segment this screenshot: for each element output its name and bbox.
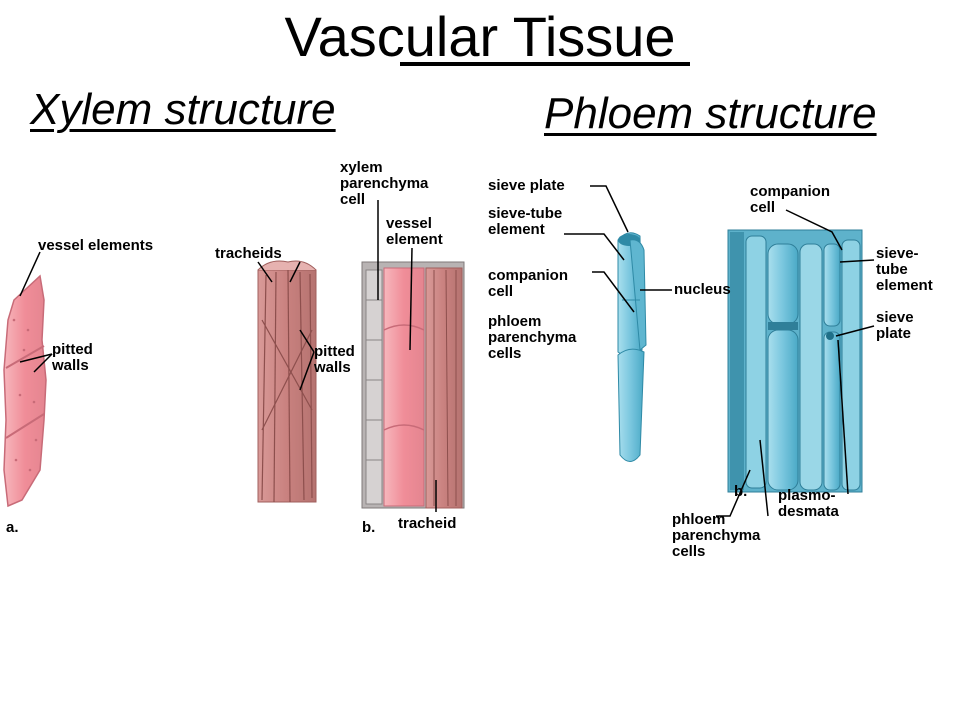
- label-panel-a: a.: [6, 519, 19, 536]
- label-vessel-element: vessel element: [386, 215, 443, 248]
- phloem-heading: Phloem structure: [544, 89, 877, 138]
- label-pitted-walls-b: pitted walls: [314, 343, 355, 376]
- xylem-block-drawing: [361, 261, 465, 509]
- xylem-heading: Xylem structure: [30, 85, 336, 134]
- phloem-sieve-tube-drawing: [617, 232, 647, 462]
- label-panel-b-phloem: b.: [734, 483, 748, 500]
- label-sieve-plate-b: sieve plate: [876, 309, 914, 342]
- phloem-block-drawing: [727, 229, 863, 493]
- leader-lines: [19, 185, 875, 517]
- title-underline: [400, 62, 690, 66]
- label-sieve-tube-b: sieve- tube element: [876, 245, 933, 294]
- label-xylem-parenchyma: xylem parenchyma cell: [340, 159, 429, 208]
- tracheid-bundle-drawing: [257, 260, 317, 503]
- label-nucleus: nucleus: [674, 281, 731, 298]
- label-sieve-plate-a: sieve plate: [488, 177, 565, 194]
- label-vessel-elements: vessel elements: [38, 237, 154, 254]
- label-tracheid: tracheid: [398, 515, 457, 532]
- label-panel-b-xylem: b.: [362, 519, 376, 536]
- label-sieve-tube-a: sieve-tube element: [488, 205, 563, 238]
- xylem-vessel-drawing: [3, 274, 47, 508]
- label-pitted-walls-a: pitted walls: [52, 341, 93, 374]
- label-companion-a: companion cell: [488, 267, 569, 300]
- label-plasmodesmata: plasmo- desmata: [778, 487, 839, 520]
- page-title: Vascular Tissue: [284, 5, 676, 68]
- label-parenchyma-a: phloem parenchyma cells: [488, 313, 577, 362]
- label-parenchyma-b: phloem parenchyma cells: [672, 511, 761, 560]
- label-companion-b: companion cell: [750, 183, 831, 216]
- label-tracheids: tracheids: [215, 245, 282, 262]
